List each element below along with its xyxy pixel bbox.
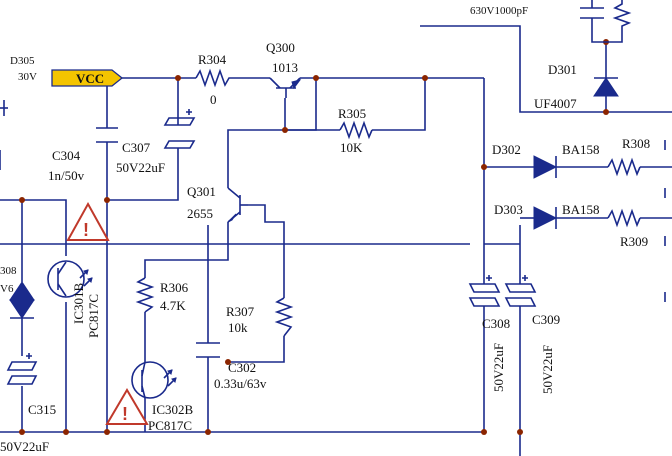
c307-label: C307	[122, 140, 151, 155]
c308-label: C308	[482, 316, 510, 331]
c302-label: C302	[228, 360, 256, 375]
d302-value: BA158	[562, 142, 600, 157]
top-resistor	[606, 0, 632, 43]
warning-icon: !	[66, 201, 110, 241]
r307-resistor	[274, 297, 294, 337]
r309-label: R309	[620, 234, 648, 249]
q301-label: Q301	[187, 184, 216, 199]
d302-diode	[533, 155, 558, 179]
r304-value: 0	[210, 92, 217, 107]
r306-value: 4.7K	[160, 298, 186, 313]
d308-diode	[9, 281, 35, 319]
r308-resistor	[607, 157, 641, 177]
c307-value: 50V22uF	[116, 160, 165, 175]
svg-text:!: !	[83, 220, 89, 240]
r308-label: R308	[622, 136, 650, 151]
q300-label: Q300	[266, 40, 295, 55]
c308-capacitor	[468, 275, 501, 307]
warning-icon: !	[105, 388, 149, 425]
d305-label: D305	[10, 55, 35, 67]
r307-value: 10k	[228, 320, 248, 335]
d303-value: BA158	[562, 202, 600, 217]
d308-value: V6	[0, 283, 14, 295]
r305-label: R305	[338, 106, 366, 121]
d303-diode	[533, 206, 558, 230]
d302-label: D302	[492, 142, 521, 157]
ic302-optocoupler	[131, 361, 177, 399]
ic301-optocoupler	[47, 260, 93, 298]
q301-transistor	[227, 187, 248, 223]
d303-label: D303	[494, 202, 523, 217]
svg-text:!: !	[122, 404, 128, 424]
r309-resistor	[607, 208, 641, 228]
c309-capacitor	[504, 275, 537, 307]
d301-diode	[593, 77, 619, 97]
r304-resistor	[195, 68, 232, 88]
c309-label: C309	[532, 312, 560, 327]
d301-value: UF4007	[534, 96, 577, 111]
d305-value: 30V	[18, 71, 37, 83]
ic302-label: IC302B	[152, 402, 194, 417]
d301-label: D301	[548, 62, 577, 77]
d308-label: 308	[0, 265, 17, 277]
q301-value: 2655	[187, 206, 213, 221]
r306-label: R306	[160, 280, 189, 295]
c307-capacitor	[163, 109, 196, 149]
c302-capacitor	[196, 342, 220, 358]
q300-transistor	[269, 77, 302, 98]
r305-resistor	[339, 120, 373, 140]
vcc-tag: VCC	[51, 69, 124, 87]
r304-label: R304	[198, 52, 227, 67]
c304-label: C304	[52, 148, 81, 163]
component-labels: 630V1000pF D305 30V R304 0 Q300 1013 R30…	[0, 5, 650, 454]
c315-capacitor	[6, 353, 38, 385]
ic301-value: PC817C	[86, 294, 101, 338]
c315-label: C315	[28, 402, 56, 417]
cap-top-label: 630V1000pF	[470, 5, 528, 17]
top-capacitor	[580, 0, 606, 43]
c315-value: 50V22uF	[0, 439, 49, 454]
ic302-value: PC817C	[148, 418, 192, 433]
c302-value: 0.33u/63v	[214, 376, 267, 391]
q300-value: 1013	[272, 60, 298, 75]
c309-value: 50V22uF	[540, 345, 555, 394]
c304-value: 1n/50v	[48, 168, 85, 183]
c308-value: 50V22uF	[491, 343, 506, 392]
c304-capacitor	[96, 127, 118, 143]
r307-label: R307	[226, 304, 255, 319]
vcc-label: VCC	[76, 71, 104, 86]
r305-value: 10K	[340, 140, 363, 155]
r306-resistor	[135, 277, 155, 313]
ic301-label: IC301B	[71, 283, 86, 325]
